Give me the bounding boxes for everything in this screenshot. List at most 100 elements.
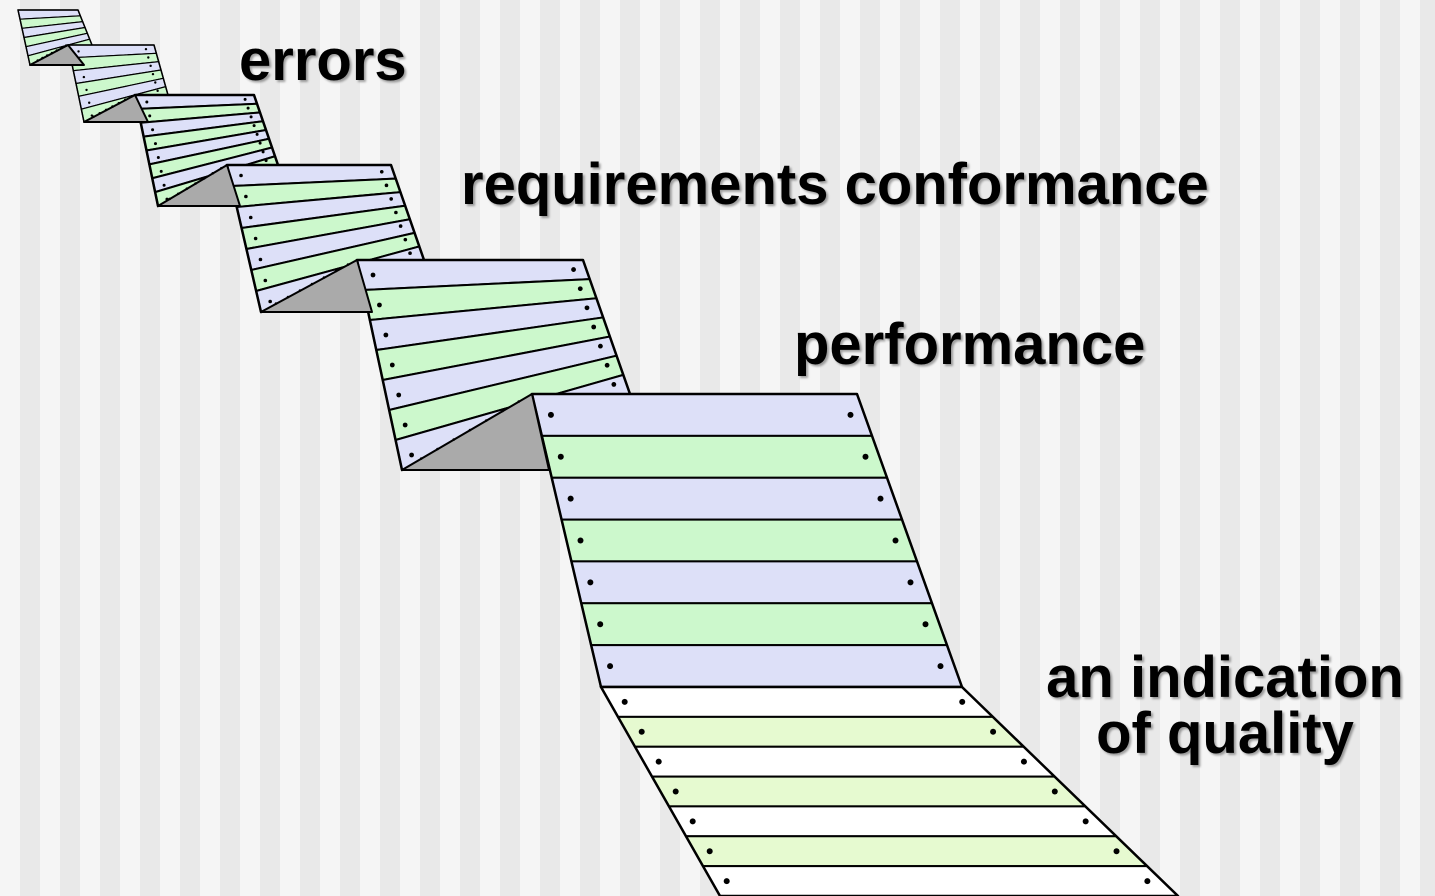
fold-perforation <box>60 46 63 50</box>
fold-perforation <box>334 269 338 273</box>
label-performance: performance <box>794 312 1146 377</box>
tractor-hole <box>1051 788 1058 795</box>
tractor-hole <box>604 362 610 368</box>
tractor-hole <box>408 251 412 256</box>
tractor-hole <box>243 97 247 101</box>
tractor-hole <box>655 758 662 765</box>
paper-fold-shape <box>29 44 85 66</box>
paper-panel-4 <box>225 163 426 314</box>
paper-fold <box>83 94 149 123</box>
tractor-hole <box>587 579 594 586</box>
paper-fold-shape <box>260 259 373 313</box>
paper-fold-shape <box>83 94 149 123</box>
tractor-hole <box>1113 848 1120 855</box>
fold-perforation <box>130 95 133 98</box>
label-requirements-conformance: requirements conformance <box>461 152 1209 217</box>
tractor-hole <box>577 537 584 544</box>
tractor-hole <box>261 150 265 154</box>
tractor-hole <box>370 272 376 278</box>
fold-perforation <box>211 171 215 175</box>
label-quality-line-2: of quality <box>1096 701 1354 766</box>
tractor-hole <box>147 56 150 59</box>
tractor-hole <box>379 169 384 174</box>
paper-fold <box>29 44 85 66</box>
tractor-hole <box>145 100 149 104</box>
tractor-hole <box>571 267 576 272</box>
fold-perforation <box>64 44 68 47</box>
tractor-hole <box>723 878 730 885</box>
tractor-hole <box>907 579 914 586</box>
paper-stripe <box>550 476 904 521</box>
fold-perforation <box>55 49 59 52</box>
tractor-hole <box>82 75 86 79</box>
fold-perforation <box>50 51 54 55</box>
tractor-hole <box>607 663 614 670</box>
tractor-hole <box>990 728 997 735</box>
tractor-hole <box>1144 878 1151 885</box>
tractor-hole <box>389 197 393 201</box>
paper-stripe <box>684 835 1150 868</box>
fold-perforation <box>286 295 290 299</box>
tractor-hole <box>672 788 679 795</box>
tractor-hole <box>258 141 262 145</box>
tractor-hole <box>239 173 243 178</box>
paper-panel-6 <box>530 392 964 689</box>
tractor-hole <box>598 343 603 349</box>
paper-fold <box>401 393 550 471</box>
fold-perforation <box>298 289 302 292</box>
tractor-hole <box>383 332 389 338</box>
fold-perforation <box>274 302 278 305</box>
tractor-hole <box>252 124 256 128</box>
fold-perforation <box>346 263 350 266</box>
tractor-hole <box>402 422 408 428</box>
tractor-hole <box>389 362 395 368</box>
fold-perforation <box>501 409 504 413</box>
paper-panel-outline <box>599 685 1180 896</box>
tractor-hole <box>597 621 604 628</box>
tractor-hole <box>258 257 263 262</box>
tractor-hole <box>154 81 157 84</box>
tractor-hole <box>547 411 554 418</box>
tractor-hole <box>394 210 398 215</box>
paper-stripe <box>701 865 1180 896</box>
tractor-hole <box>584 305 590 311</box>
fold-perforation <box>185 187 189 190</box>
tractor-hole <box>156 155 160 159</box>
paper-stripe <box>580 602 949 647</box>
label-quality-line-1: an indication <box>1046 645 1404 710</box>
tractor-hole <box>959 698 966 705</box>
fold-perforation <box>310 282 314 286</box>
paper-stripe <box>667 805 1119 838</box>
paper-stripe <box>599 686 996 718</box>
tractor-hole <box>557 453 564 460</box>
tractor-hole <box>162 183 166 187</box>
fold-perforation <box>436 447 439 451</box>
label-indication-of-quality: an indication of quality <box>1020 645 1430 766</box>
tractor-hole <box>244 194 248 199</box>
tractor-hole <box>1082 818 1089 825</box>
paper-stripe <box>570 560 934 605</box>
tractor-hole <box>396 392 402 398</box>
tractor-hole <box>577 286 583 292</box>
tractor-hole <box>591 324 597 330</box>
tractor-hole <box>255 132 259 136</box>
tractor-hole <box>922 621 929 628</box>
fold-perforation <box>452 438 456 441</box>
tractor-hole <box>377 302 382 308</box>
fold-perforation <box>168 197 171 201</box>
tractor-hole <box>937 663 944 670</box>
tractor-hole <box>151 128 155 132</box>
fold-perforation <box>36 59 40 62</box>
tractor-hole <box>156 89 159 93</box>
tractor-hole <box>403 237 408 242</box>
tractor-hole <box>638 728 645 735</box>
tractor-hole <box>862 453 869 460</box>
fold-perforation <box>202 177 206 180</box>
tractor-hole <box>77 50 80 53</box>
tractor-hole <box>1020 758 1027 765</box>
label-errors: errors <box>239 28 407 93</box>
fold-perforation <box>111 105 114 108</box>
tractor-hole <box>398 224 403 228</box>
paper-fold <box>260 259 373 313</box>
